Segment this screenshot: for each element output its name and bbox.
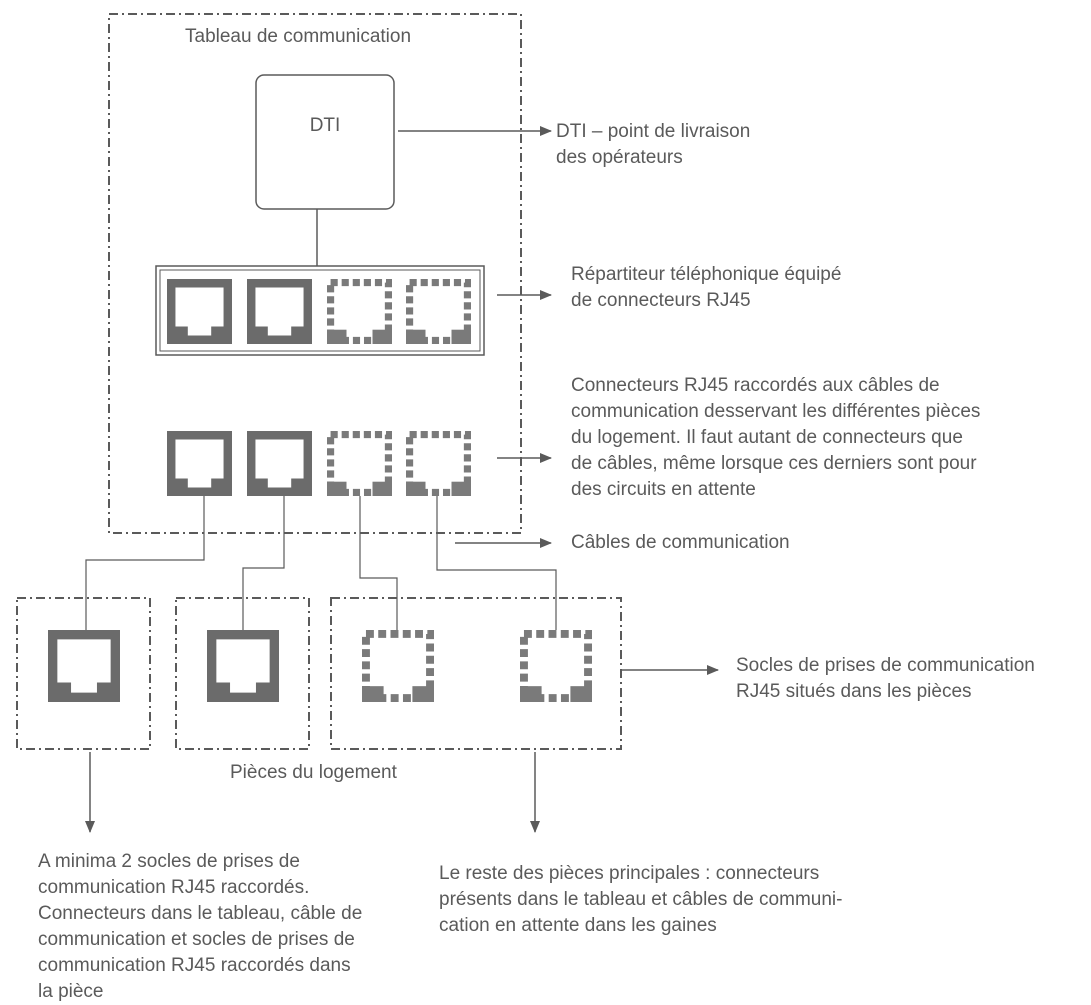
annotation-dti: DTI – point de livraison des opérateurs	[556, 121, 751, 168]
repartiteur-rj45-connector-2	[247, 279, 312, 344]
room-socket-rj45-3-pending	[361, 630, 434, 703]
room-socket-rj45-1	[48, 630, 120, 702]
annotation-cables: Câbles de communication	[571, 532, 790, 553]
annotation-reste: Le reste des pièces principales : connec…	[439, 863, 843, 936]
repartiteur-inner-frame	[159, 269, 481, 352]
panel-rj45-connector-3-pending	[327, 431, 393, 497]
cable-4	[436, 496, 557, 630]
panel-rj45-connector-4-pending	[406, 431, 472, 497]
rooms-label: Pièces du logement	[230, 762, 398, 783]
panel-rj45-connector-1	[167, 431, 232, 496]
repartiteur-rj45-connector-3-pending	[327, 279, 393, 345]
panel-title: Tableau de communication	[185, 26, 411, 47]
annotation-socles: Socles de prises de communication RJ45 s…	[736, 655, 1035, 702]
annotation-minima: A minima 2 socles de prises de communica…	[38, 851, 363, 1002]
repartiteur-rj45-connector-4-pending	[406, 279, 472, 345]
cable-3	[359, 496, 398, 630]
annotation-connecteurs: Connecteurs RJ45 raccordés aux câbles de…	[571, 375, 981, 500]
room-frame-2	[175, 597, 310, 750]
room-socket-rj45-2	[207, 630, 279, 702]
communication-panel-frame	[108, 13, 522, 534]
connector-group	[48, 279, 593, 703]
dti-label: DTI	[310, 115, 341, 136]
room-socket-rj45-4-pending	[520, 630, 593, 703]
cable-1	[85, 496, 205, 630]
room-frame-1	[16, 597, 151, 750]
dti-box	[255, 74, 395, 210]
room-frame-3	[330, 597, 622, 750]
annotation-repartiteur: Répartiteur téléphonique équipé de conne…	[571, 264, 842, 311]
repartiteur-rj45-connector-1	[167, 279, 232, 344]
panel-rj45-connector-2	[247, 431, 312, 496]
cable-2	[242, 496, 285, 630]
